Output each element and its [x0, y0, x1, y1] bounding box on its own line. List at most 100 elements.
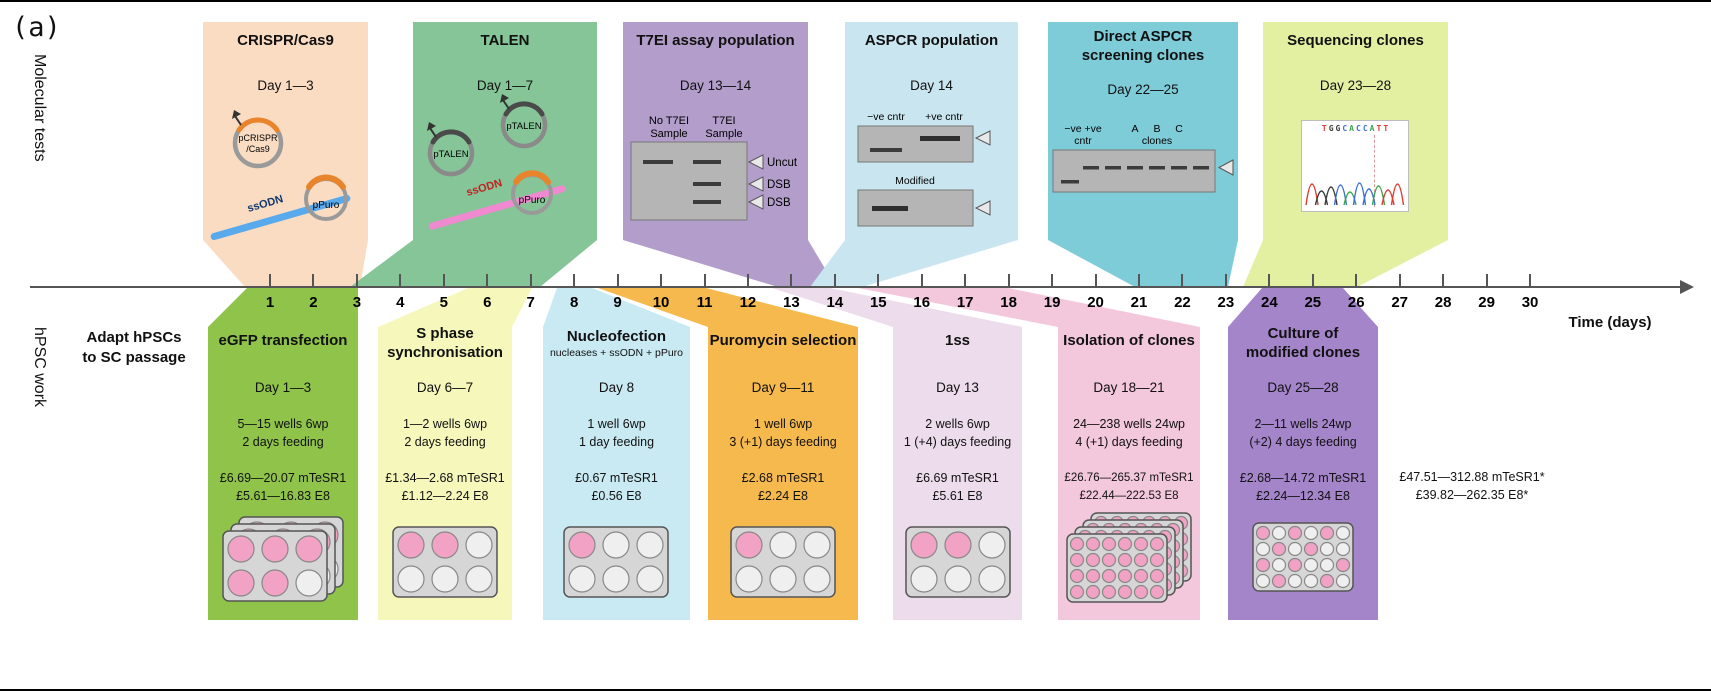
panel-cost-e8: £22.44—222.53 E8 [1079, 490, 1179, 502]
adapt-note-line1: Adapt hPSCs [86, 329, 182, 346]
panel-cost-mtesr: £1.34—2.68 mTeSR1 [385, 471, 505, 485]
panel-feeding: 3 (+1) days feeding [729, 435, 837, 449]
panel-feeding: 2 days feeding [404, 435, 486, 449]
panel-isolation-of-clones: Isolation of clones Day 18—21 24—238 wel… [858, 288, 1200, 620]
panel-talen: TALEN Day 1—7 ssODN pTALEN pTALEN pPuro [348, 22, 597, 287]
timeline-arrow-icon [1680, 280, 1694, 294]
timeline-day-number: 27 [1391, 294, 1409, 311]
panel-wells: 2 wells 6wp [925, 417, 990, 431]
gel-lane-label: −ve cntr [867, 111, 905, 123]
panel-days: Day 13 [936, 380, 979, 395]
panel-wells: 1—2 wells 6wp [402, 417, 488, 431]
gel-lane-label: T7EI [712, 115, 735, 127]
panel-title: T7EI assay population [636, 32, 795, 49]
panel-days: Day 22—25 [1107, 82, 1179, 97]
panel-title: Isolation of clones [1063, 332, 1195, 349]
total-costs: £47.51—312.88 mTeSR1* £39.82—262.35 E8* [1382, 468, 1562, 504]
panel-days: Day 1—3 [257, 78, 314, 93]
band-arrow-icon [1217, 159, 1234, 176]
panel-wells: 24—238 wells 24wp [1073, 417, 1185, 431]
panel-egfp-transfection: eGFP transfection Day 1—3 5—15 wells 6wp… [208, 288, 358, 620]
gel-lane-label: B [1153, 123, 1160, 135]
panel-cost-mtesr: £26.76—265.37 mTeSR1 [1064, 472, 1194, 484]
panel-title: Nucleofection [566, 328, 667, 345]
gel-lane-label: C [1175, 123, 1183, 135]
chromatogram-cursor [1374, 135, 1375, 207]
ppuro-plasmid-icon: pPuro [304, 174, 348, 221]
figure-label: (a) [12, 12, 61, 43]
panel-title-line1: S phase [416, 325, 474, 342]
timeline-tick [1529, 274, 1532, 287]
panel-days: Day 6—7 [416, 380, 474, 395]
panel-feeding: (+2) 4 days feeding [1249, 435, 1357, 449]
panel-cost-e8: £5.61 E8 [932, 489, 983, 503]
gel-icon: −ve cntr +ve cntr Modified [857, 111, 991, 227]
panel-aspcr-population: ASPCR population Day 14 −ve cntr +ve cnt… [810, 22, 1018, 287]
panel-days: Day 1—3 [254, 380, 312, 395]
panel-days: Day 8 [598, 380, 635, 395]
panel-crispr-shape [203, 22, 368, 287]
gel-lane-label: cntr [1074, 135, 1092, 147]
panel-cost-e8: £2.24—12.34 E8 [1256, 489, 1350, 503]
gel-lane-label: Sample [705, 128, 742, 140]
panel-title: S phase synchronisation [378, 325, 512, 363]
panel-days: Day 1—7 [476, 78, 534, 93]
band-arrow-icon [974, 200, 991, 216]
panel-wells: 1 well 6wp [753, 417, 813, 431]
gel-icon: No T7EI T7EI Sample Sample Uncut DSB DSB [630, 115, 798, 221]
panel-culture-of-modified-clones: Culture of modified clones Day 25—28 2—1… [1228, 288, 1378, 620]
panel-title: Puromycin selection [709, 332, 857, 349]
panel-title: Sequencing clones [1287, 32, 1424, 49]
row-label-hpsc-work: hPSC work [31, 327, 48, 408]
panel-days: Day 13—14 [679, 78, 752, 93]
band-label: DSB [767, 179, 791, 191]
gel-lane-label: No T7EI [649, 115, 689, 127]
panel-title-line2: screening clones [1081, 46, 1205, 64]
well-plate-icon [222, 516, 344, 607]
adapt-note-line2: to SC passage [82, 348, 186, 366]
panel-cost-e8: £2.24 E8 [757, 489, 809, 503]
panel-title: ASPCR population [864, 32, 999, 49]
panel-cost-mtesr: £2.68 mTeSR1 [741, 471, 825, 485]
panel-cost-mtesr: £6.69 mTeSR1 [916, 471, 999, 485]
panel-title-line1: Direct ASPCR [1093, 28, 1193, 45]
timeline-axis-label: Time (days) [1568, 314, 1652, 331]
gel-lane-label: +ve cntr [925, 111, 963, 123]
adapt-note: Adapt hPSCs to SC passage [66, 328, 202, 367]
panel-title: Culture of modified clones [1228, 325, 1378, 363]
ppuro-plasmid-icon: pPuro [511, 170, 553, 215]
panel-title: 1ss [944, 332, 971, 349]
plasmid-label: pCRISPR [238, 133, 278, 143]
band-arrow-icon [747, 194, 764, 210]
panel-feeding: 1 (+4) days feeding [903, 435, 1012, 449]
panel-cost-mtesr: £0.67 mTeSR1 [575, 471, 658, 485]
panel-wells: 1 well 6wp [587, 417, 646, 431]
panel-t7ei-assay: T7EI assay population Day 13—14 No T7EI … [623, 22, 836, 287]
well-plate-icon [905, 526, 1011, 603]
panel-title: CRISPR/Cas9 [237, 32, 334, 49]
band-arrow-icon [747, 154, 764, 170]
timeline-day-number: 28 [1434, 294, 1452, 311]
panel-title: Direct ASPCR screening clones [1048, 28, 1238, 66]
gel-lane-label: Modified [895, 175, 935, 187]
panel-s-phase-synchronisation: S phase synchronisation Day 6—7 1—2 well… [378, 288, 532, 620]
panel-days: Day 14 [910, 78, 953, 93]
panel-direct-aspcr-screening: Direct ASPCR screening clones Day 22—25 … [1048, 22, 1238, 287]
panel-feeding: 1 day feeding [578, 435, 655, 449]
panel-cost-e8: £5.61—16.83 E8 [236, 489, 330, 503]
chromatogram-traces [1305, 182, 1405, 206]
panel-cost-e8: £1.12—2.24 E8 [401, 489, 489, 503]
gel-icon: −ve +ve A B C cntr clones [1052, 123, 1234, 193]
panel-cost-mtesr: £2.68—14.72 mTeSR1 [1239, 471, 1367, 485]
panel-crispr-cas9: CRISPR/Cas9 Day 1—3 ssODN pCRISPR /Cas9 … [203, 22, 368, 287]
plasmid-label: pPuro [519, 195, 546, 206]
plasmid-label: pTALEN [506, 121, 541, 132]
well-plate-stack-icon [1066, 512, 1192, 608]
band-label: DSB [767, 197, 791, 209]
gel-lane-label: clones [1142, 135, 1172, 147]
panel-title: eGFP transfection [218, 332, 348, 349]
panel-feeding: 2 days feeding [242, 435, 324, 449]
panel-wells: 2—11 wells 24wp [1254, 417, 1352, 431]
